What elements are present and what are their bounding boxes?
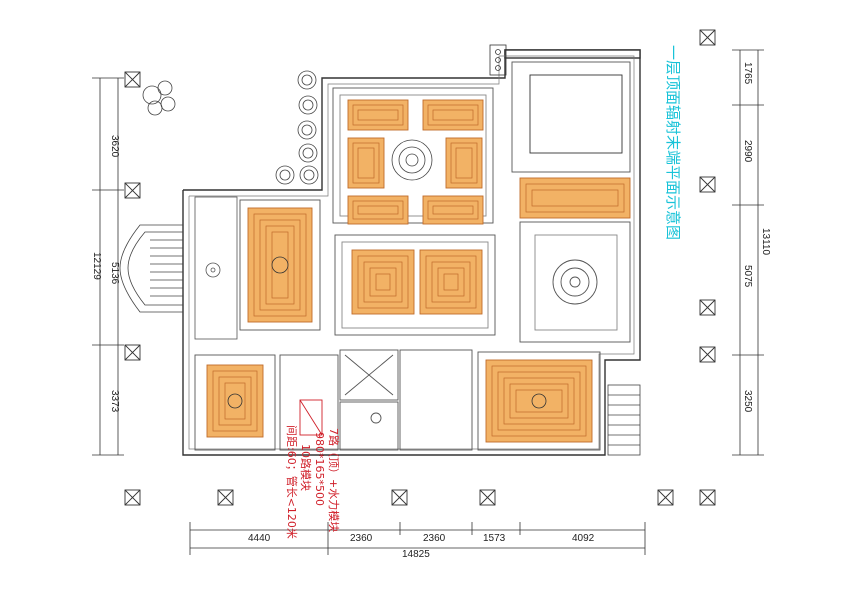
column-marker <box>124 71 141 88</box>
manifold-marker <box>299 399 323 436</box>
heating-panel <box>485 359 593 443</box>
left-room-outline <box>239 199 321 331</box>
dim-left-3: 3373 <box>109 390 120 413</box>
dim-bottom-5: 4092 <box>572 533 595 544</box>
dining-rosette <box>391 139 433 181</box>
dim-bottom-4: 1573 <box>483 533 506 544</box>
column-marker <box>699 299 716 316</box>
heating-panel <box>519 177 631 219</box>
dim-bottom-total: 14825 <box>402 549 430 560</box>
heating-panel <box>422 195 484 225</box>
column-marker <box>699 346 716 363</box>
heating-panel <box>351 249 415 315</box>
entry-staircase <box>119 224 183 313</box>
right-dimension-lines <box>732 49 764 456</box>
living-ceiling <box>334 234 496 336</box>
rear-stair <box>607 384 641 456</box>
dim-right-4: 3250 <box>742 390 753 413</box>
note-line-1: 7路（顶）+水力模块 <box>327 428 340 532</box>
drawing-title: 一层顶面辐射末端平面示意图 <box>664 45 682 240</box>
column-marker <box>479 489 496 506</box>
heating-panel <box>206 364 264 438</box>
dim-right-total: 13110 <box>760 228 771 256</box>
heating-panel <box>445 137 483 189</box>
column-marker <box>699 29 716 46</box>
left-dimension-lines <box>92 77 124 456</box>
column-marker <box>124 489 141 506</box>
right-middle-room <box>519 221 631 343</box>
bottom-left-room <box>194 354 276 451</box>
decorative-shrubs <box>142 70 319 185</box>
heating-panel <box>422 99 484 131</box>
column-marker <box>124 344 141 361</box>
column-markers <box>124 29 716 506</box>
dim-bottom-1: 4440 <box>248 533 271 544</box>
dim-right-2: 2990 <box>742 140 753 163</box>
dim-bottom-3: 2360 <box>423 533 446 544</box>
vent-fixture <box>489 44 507 76</box>
dim-bottom-2: 2360 <box>350 533 373 544</box>
note-line-4: 间距:60；管长<120米 <box>285 425 299 539</box>
column-marker <box>699 489 716 506</box>
exterior-walls <box>182 49 641 456</box>
service-rooms <box>279 349 473 451</box>
bottom-right-room <box>477 351 601 451</box>
bottom-dimension-lines <box>189 522 646 555</box>
column-marker <box>699 176 716 193</box>
heating-panel <box>347 99 409 131</box>
column-marker <box>217 489 234 506</box>
note-line-3: 10路模块 <box>299 444 312 491</box>
dim-right-3: 5075 <box>742 265 753 288</box>
heating-panel <box>347 137 385 189</box>
exterior-walls-inner <box>188 55 635 450</box>
column-marker <box>391 489 408 506</box>
column-marker <box>657 489 674 506</box>
dim-left-2: 5136 <box>109 262 120 285</box>
dim-right-1: 1765 <box>742 62 753 85</box>
heating-panel <box>347 195 409 225</box>
note-line-2: 980*165*500 <box>313 432 326 506</box>
heating-panel <box>419 249 483 315</box>
dim-left-1: 3620 <box>109 135 120 158</box>
dining-ceiling <box>332 87 494 224</box>
column-marker <box>124 182 141 199</box>
heating-panel <box>247 207 313 323</box>
foyer <box>194 196 238 340</box>
top-right-room <box>511 61 631 173</box>
dim-left-total: 12129 <box>91 252 102 280</box>
